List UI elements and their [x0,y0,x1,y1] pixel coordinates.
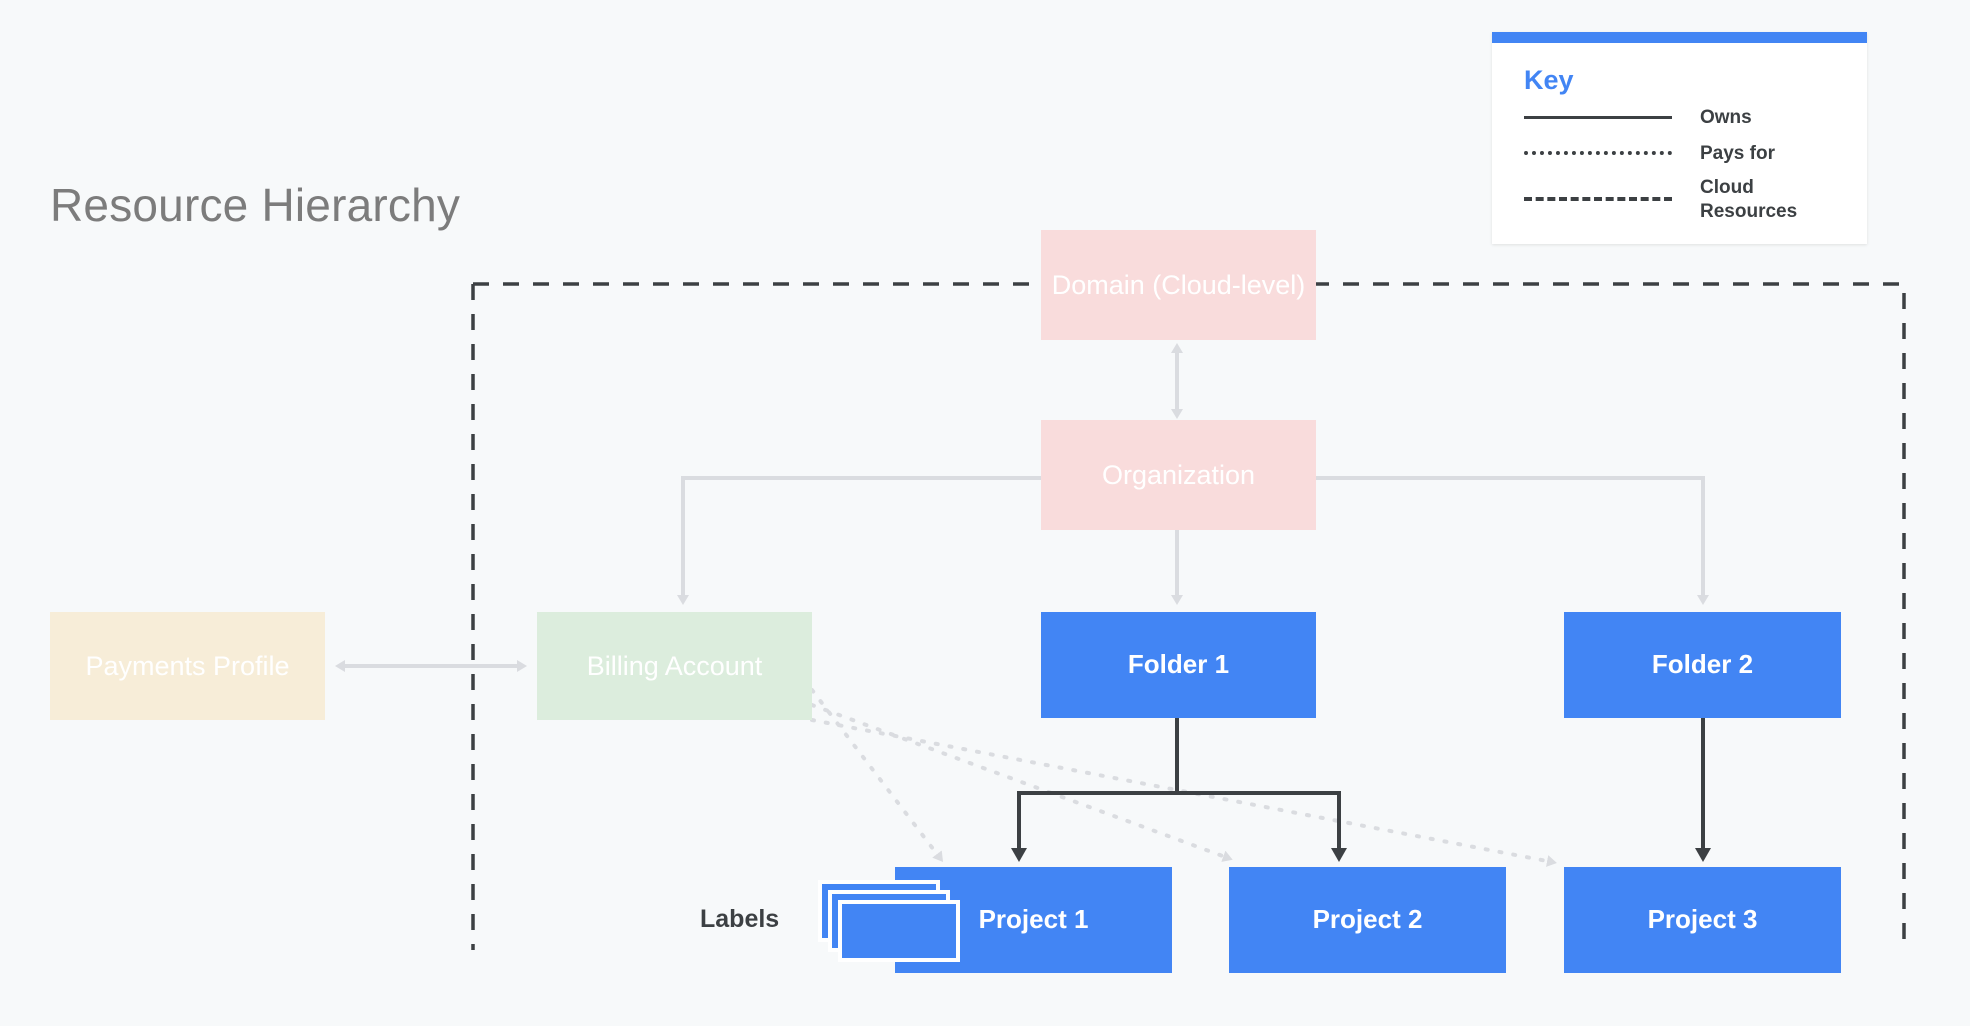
labels-stack-icon-front [838,900,960,962]
legend-label-owns: Owns [1700,107,1752,129]
edge-billing-account-project3-pays-for [810,718,1557,867]
node-payments-profile[interactable]: Payments Profile [50,612,325,720]
node-billing-account[interactable]: Billing Account [537,612,812,720]
edge-organization-billing-account [677,476,1041,605]
legend-label-cloud-resources: Cloud Resources [1700,177,1798,222]
node-organization[interactable]: Organization [1041,420,1316,530]
edge-folder1-project2 [1177,791,1347,862]
node-project-3[interactable]: Project 3 [1564,867,1841,973]
page-title: Resource Hierarchy [50,179,461,231]
edge-folder1-project1 [1011,718,1179,862]
legend-title: Key [1524,65,1574,95]
legend-row-pays-for: Pays for [1524,140,1835,168]
legend-accent-bar [1492,32,1867,43]
edge-billing-account-project2-pays-for [810,703,1233,862]
solid-line-icon [1524,115,1672,121]
legend-key-panel: Key Owns Pays for Cloud Resources [1492,32,1867,244]
edge-organization-folder2 [1316,476,1709,605]
dotted-line-icon [1524,151,1672,157]
node-folder-1[interactable]: Folder 1 [1041,612,1316,718]
legend-row-owns: Owns [1524,104,1835,132]
node-domain[interactable]: Domain (Cloud-level) [1041,230,1316,340]
edge-billing-account-project1-pays-for [810,688,944,862]
legend-label-pays-for: Pays for [1700,143,1775,165]
dashed-line-icon [1524,196,1672,203]
legend-row-cloud-resources: Cloud Resources [1524,176,1835,224]
labels-caption: Labels [700,905,780,933]
node-folder-2[interactable]: Folder 2 [1564,612,1841,718]
node-project-2[interactable]: Project 2 [1229,867,1506,973]
